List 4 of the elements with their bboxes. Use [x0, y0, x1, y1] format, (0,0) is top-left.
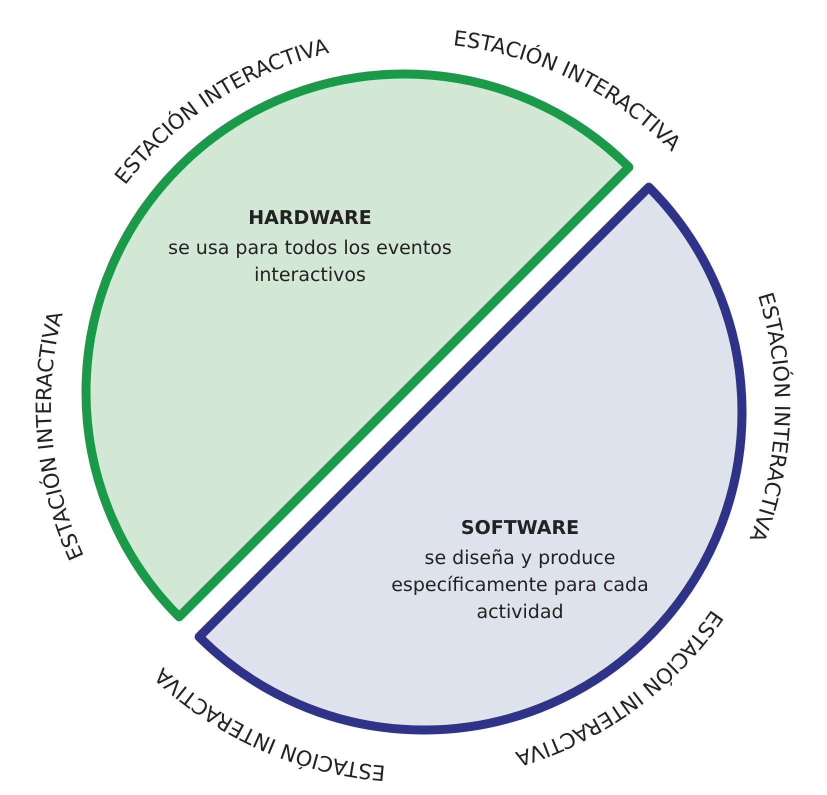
panel-heading: SOFTWARE	[460, 516, 580, 541]
panel-heading: HARDWARE	[247, 206, 373, 231]
panel-description: se usa para todos los eventos interactivos	[167, 236, 453, 288]
panel-description: se diseña y produce específicamente para cada actividad	[390, 546, 649, 623]
